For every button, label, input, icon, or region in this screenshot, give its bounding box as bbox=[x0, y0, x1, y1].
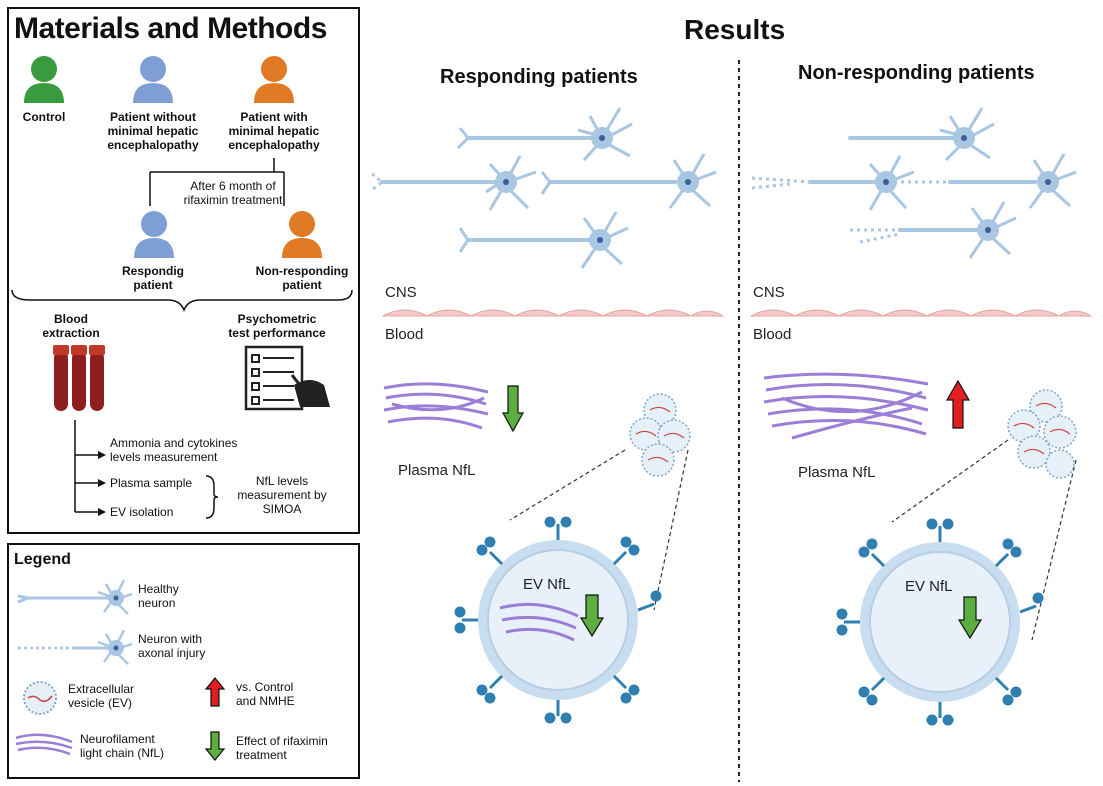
responding-label: Respondig patient bbox=[110, 264, 196, 292]
blood-line1: Blood bbox=[54, 312, 88, 326]
legend-nfl-line2: light chain (NfL) bbox=[80, 746, 165, 760]
responding-ev-large bbox=[454, 516, 662, 724]
ev-isolation-label: EV isolation bbox=[110, 505, 174, 519]
legend-ev-line1: Extracellular bbox=[68, 682, 135, 696]
responding-person-icon bbox=[134, 211, 174, 258]
legend-title: Legend bbox=[14, 551, 71, 568]
nonresponding-ev-large bbox=[836, 518, 1044, 726]
legend-ev-label: Extracellular vesicle (EV) bbox=[68, 682, 134, 710]
responding-line1: Respondig bbox=[122, 264, 184, 278]
nonresponding-blood-label: Blood bbox=[753, 326, 792, 343]
responding-endothelium bbox=[382, 309, 725, 317]
blood-line2: extraction bbox=[42, 326, 100, 340]
ammonia-line1: Ammonia and cytokines bbox=[110, 436, 238, 450]
responding-ev-cluster-icon bbox=[629, 393, 691, 477]
legend-injury-line1: Neuron with bbox=[138, 632, 203, 646]
legend-healthy-label: Healthy neuron bbox=[138, 582, 179, 610]
legend-healthy-line1: Healthy bbox=[138, 582, 179, 596]
methods-panel bbox=[7, 7, 360, 534]
methods-title: Materials and Methods bbox=[14, 12, 327, 45]
legend-down-label: Effect of rifaximin treatment bbox=[236, 734, 328, 762]
after-line2: rifaximin treatment bbox=[183, 193, 283, 207]
nonresponding-neurons bbox=[751, 107, 1077, 259]
methods-tree bbox=[74, 420, 219, 519]
responding-ev-nfl-label: EV NfL bbox=[523, 576, 571, 593]
patient-without-line2: minimal hepatic bbox=[107, 124, 199, 138]
nonresponding-patients-title: Non-responding patients bbox=[798, 62, 1035, 84]
nonresponding-line1: Non-responding bbox=[255, 264, 349, 278]
healthy-neuron-icon bbox=[17, 579, 133, 615]
patient-with-label: Patient with minimal hepatic encephalopa… bbox=[218, 110, 330, 152]
ammonia-line2: levels measurement bbox=[110, 450, 218, 464]
nonresponding-endothelium bbox=[750, 309, 1093, 317]
injured-neuron-icon bbox=[18, 629, 133, 665]
legend-healthy-line2: neuron bbox=[138, 596, 176, 610]
legend-up-line2: and NMHE bbox=[236, 694, 295, 708]
nonresponding-person-icon bbox=[282, 211, 322, 258]
ammonia-label: Ammonia and cytokines levels measurement bbox=[110, 436, 237, 464]
legend-down-line1: Effect of rifaximin bbox=[236, 734, 328, 748]
treatment-connector bbox=[11, 158, 353, 313]
patient-without-line3: encephalopathy bbox=[107, 138, 199, 152]
legend-up-label: vs. Control and NMHE bbox=[236, 680, 295, 708]
extracellular-vesicle-icon bbox=[23, 681, 57, 715]
responding-cns-label: CNS bbox=[385, 284, 417, 301]
control-person-icon bbox=[24, 56, 64, 103]
after-line1: After 6 month of bbox=[190, 179, 276, 193]
responding-blood-label: Blood bbox=[385, 326, 424, 343]
legend-down-line2: treatment bbox=[236, 748, 287, 762]
responding-ev-down-arrow-icon bbox=[579, 594, 605, 638]
plasma-sample-label: Plasma sample bbox=[110, 476, 193, 490]
patient-with-person-icon bbox=[254, 56, 294, 103]
legend-up-arrow-icon bbox=[204, 677, 226, 707]
nfl-measure-line1: NfL levels bbox=[255, 474, 309, 488]
legend-nfl-label: Neurofilament light chain (NfL) bbox=[80, 732, 164, 760]
patient-with-line2: minimal hepatic bbox=[228, 124, 320, 138]
legend-injury-line2: axonal injury bbox=[138, 646, 206, 660]
nfl-icon bbox=[15, 733, 73, 756]
responding-line2: patient bbox=[133, 278, 173, 292]
nonresponding-ev-cluster-icon bbox=[1007, 389, 1077, 479]
nfl-measure-label: NfL levels measurement by SIMOA bbox=[224, 474, 340, 516]
psychometric-test-icon bbox=[244, 345, 330, 411]
legend-ev-line2: vesicle (EV) bbox=[68, 696, 133, 710]
patient-without-line1: Patient without bbox=[110, 110, 196, 124]
legend-down-arrow-icon bbox=[204, 731, 226, 761]
legend-nfl-line1: Neurofilament bbox=[80, 732, 155, 746]
patient-without-label: Patient without minimal hepatic encephal… bbox=[98, 110, 208, 152]
blood-extraction-label: Blood extraction bbox=[36, 312, 106, 340]
responding-patients-title: Responding patients bbox=[440, 66, 638, 88]
nonresponding-ev-down-arrow-icon bbox=[957, 596, 983, 640]
responding-neurons bbox=[371, 107, 717, 269]
responding-plasma-down-arrow-icon bbox=[501, 385, 525, 433]
legend-injury-label: Neuron with axonal injury bbox=[138, 632, 205, 660]
results-divider bbox=[738, 60, 740, 782]
blood-tubes-icon bbox=[53, 345, 105, 411]
control-label: Control bbox=[22, 110, 66, 124]
psychometric-label: Psychometric test performance bbox=[212, 312, 342, 340]
nonresponding-cns-label: CNS bbox=[753, 284, 785, 301]
nonresponding-plasma-nfl-fibers bbox=[763, 372, 929, 440]
nonresponding-ev-nfl-label: EV NfL bbox=[905, 578, 953, 595]
patient-without-person-icon bbox=[133, 56, 173, 103]
nfl-measure-line3: SIMOA bbox=[262, 502, 302, 516]
psych-line1: Psychometric bbox=[237, 312, 317, 326]
nonresponding-plasma-nfl-label: Plasma NfL bbox=[798, 464, 876, 481]
nonresponding-label: Non-responding patient bbox=[246, 264, 358, 292]
patient-with-line1: Patient with bbox=[240, 110, 308, 124]
patient-with-line3: encephalopathy bbox=[228, 138, 320, 152]
responding-plasma-nfl-label: Plasma NfL bbox=[398, 462, 476, 479]
after-treatment-label: After 6 month of rifaximin treatment bbox=[178, 179, 288, 207]
psych-line2: test performance bbox=[228, 326, 326, 340]
legend-up-line1: vs. Control bbox=[236, 680, 294, 694]
responding-plasma-nfl-fibers bbox=[383, 382, 489, 430]
nfl-measure-line2: measurement by bbox=[237, 488, 327, 502]
nonresponding-line2: patient bbox=[282, 278, 322, 292]
nonresponding-plasma-up-arrow-icon bbox=[945, 379, 971, 429]
results-title: Results bbox=[684, 14, 786, 45]
